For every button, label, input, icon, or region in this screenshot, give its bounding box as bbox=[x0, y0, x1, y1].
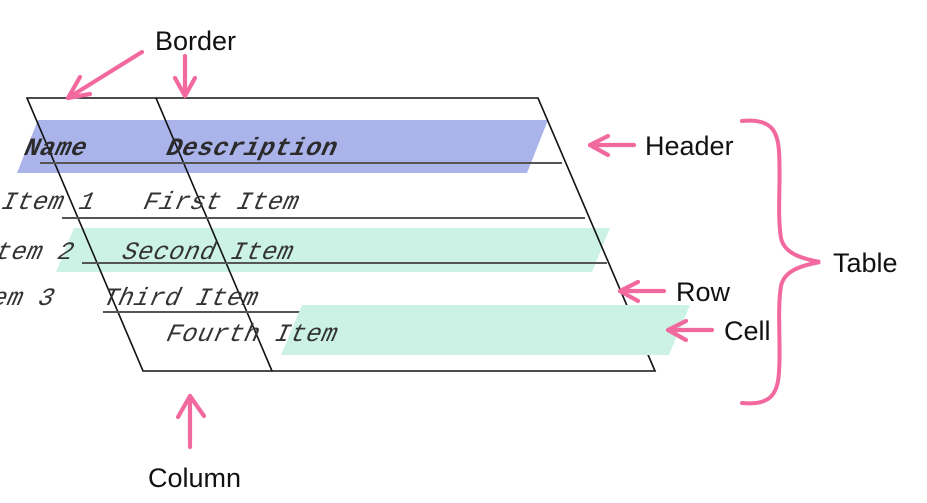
header-cell-name: Name bbox=[19, 134, 93, 163]
floating-cell-text: Fourth Item bbox=[161, 320, 344, 349]
cell-description-row-3: Third Item bbox=[97, 284, 264, 313]
row-arrow-icon bbox=[617, 279, 667, 304]
cell-arrow-icon bbox=[665, 318, 715, 343]
annotation-label-table: Table bbox=[833, 248, 898, 278]
annotation-label-border: Border bbox=[155, 26, 236, 56]
cell-name-row-2: Item 2 bbox=[0, 238, 80, 267]
cell-description-row-2: Second Item bbox=[117, 238, 300, 267]
column-arrow-icon bbox=[175, 393, 207, 450]
cell-highlight-band bbox=[281, 305, 690, 355]
annotation-label-cell: Cell bbox=[724, 316, 771, 346]
annotation-label-row: Row bbox=[676, 277, 731, 307]
table-brace-icon bbox=[740, 118, 821, 406]
table-border-outline bbox=[25, 97, 657, 372]
header-highlight-band bbox=[17, 120, 548, 173]
cell-name-row-3: Item 3 bbox=[0, 284, 60, 313]
annotation-label-column: Column bbox=[148, 463, 241, 493]
border-arrow-diagonal-icon bbox=[65, 49, 145, 101]
row-highlight-band bbox=[56, 228, 610, 272]
cell-name-row-1: Item 1 bbox=[0, 188, 101, 217]
cell-description-row-1: First Item bbox=[138, 188, 305, 217]
border-arrow-vertical-icon bbox=[172, 53, 198, 99]
header-cell-description: Description bbox=[161, 134, 344, 163]
column-divider-border bbox=[155, 97, 273, 372]
header-arrow-icon bbox=[587, 133, 637, 158]
annotation-label-header: Header bbox=[645, 131, 734, 161]
